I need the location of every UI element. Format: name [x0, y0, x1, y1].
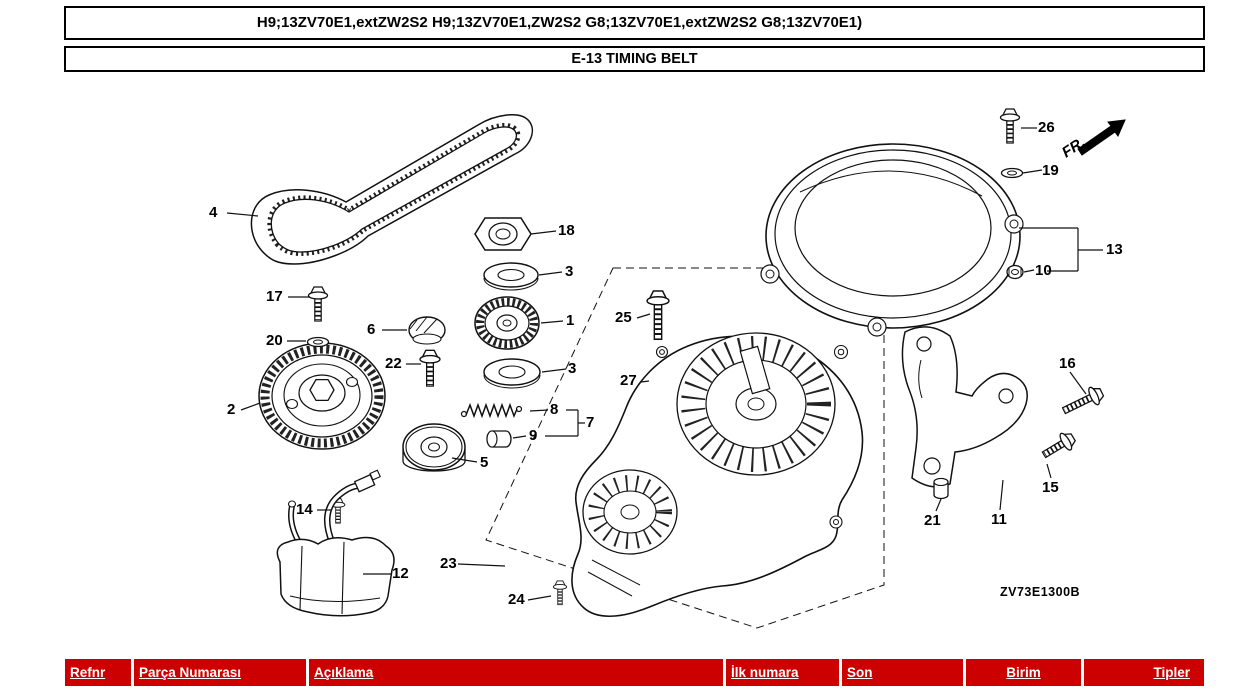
- washer-20: [306, 336, 330, 348]
- flange-bolt-26: [1001, 109, 1020, 143]
- fr-direction-arrow: FR.: [1059, 119, 1126, 161]
- column-header-parca-numarasi[interactable]: Parça Numarası: [134, 659, 306, 686]
- callout-11: 11: [991, 511, 1007, 528]
- callout-17: 17: [266, 288, 283, 305]
- callout-5: 5: [480, 454, 489, 471]
- fr-label: FR.: [1059, 134, 1089, 161]
- callout-8: 8: [550, 401, 559, 418]
- drawing-code: ZV73E1300B: [1000, 585, 1080, 599]
- callout-15: 15: [1042, 479, 1059, 496]
- flange-bolt-17: [309, 287, 328, 321]
- callout-1: 1: [566, 312, 575, 329]
- callout-4: 4: [209, 204, 218, 221]
- callout-18: 18: [558, 222, 575, 239]
- roller-part: [486, 430, 512, 448]
- pin-21: [933, 477, 949, 500]
- nut-10: [1006, 264, 1024, 280]
- recoil-cover-part: [760, 143, 1024, 337]
- column-header-ilk-numara[interactable]: İlk numara: [726, 659, 839, 686]
- leader-lines: [226, 127, 1103, 601]
- column-header-son[interactable]: Son: [842, 659, 963, 686]
- callout-27: 27: [620, 372, 637, 389]
- parts-table-header: Refnr Parça Numarası Açıklama İlk numara…: [65, 659, 1204, 686]
- tensioner-pulley-part: [402, 423, 466, 472]
- callout-23: 23: [440, 555, 457, 572]
- flange-bolt-22: [420, 350, 440, 386]
- flange-bolt-25: [647, 291, 669, 339]
- callout-16: 16: [1059, 355, 1076, 372]
- catalog-header: H9;13ZV70E1,extZW2S2 H9;13ZV70E1,ZW2S2 G…: [64, 6, 1205, 40]
- callout-21: 21: [924, 512, 941, 529]
- callout-24: 24: [508, 591, 525, 608]
- callout-19: 19: [1042, 162, 1059, 179]
- callout-2: 2: [227, 401, 236, 418]
- camshaft-pulley-stack: [474, 217, 541, 389]
- callout-13: 13: [1106, 241, 1123, 258]
- wire-holder-part: [276, 469, 395, 617]
- callout-6: 6: [367, 321, 376, 338]
- callout-12: 12: [392, 565, 409, 582]
- callout-10: 10: [1035, 262, 1052, 279]
- flange-bolt-15: [1039, 429, 1078, 463]
- callout-9: 9: [529, 427, 538, 444]
- spring-part: [460, 402, 523, 419]
- column-header-birim[interactable]: Birim: [966, 659, 1081, 686]
- callout-3a: 3: [565, 263, 574, 280]
- cap-part: [408, 316, 446, 345]
- callout-3b: 3: [568, 360, 577, 377]
- column-header-aciklama[interactable]: Açıklama: [309, 659, 723, 686]
- callout-25: 25: [615, 309, 632, 326]
- callout-20: 20: [266, 332, 283, 349]
- callout-26: 26: [1038, 119, 1055, 136]
- column-header-refnr[interactable]: Refnr: [65, 659, 131, 686]
- engine-hanger-bracket-part: [901, 326, 1028, 488]
- timing-belt-part: [250, 114, 534, 265]
- callout-14: 14: [296, 501, 313, 518]
- section-title: E-13 TIMING BELT: [64, 46, 1205, 72]
- stud-24: [553, 581, 566, 605]
- washer-19: [1000, 167, 1024, 179]
- callout-7: 7: [586, 414, 595, 431]
- fan-cover-part: [571, 332, 864, 618]
- callout-22: 22: [385, 355, 402, 372]
- starter-pulley-part: [258, 342, 386, 450]
- column-header-tipler[interactable]: Tipler: [1084, 659, 1204, 686]
